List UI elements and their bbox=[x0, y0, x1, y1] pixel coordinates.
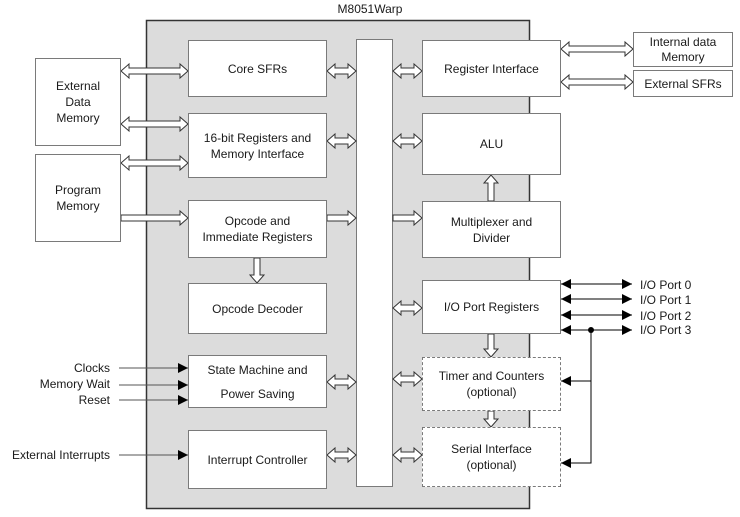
state-machine-block: State Machine and Power Saving bbox=[188, 355, 327, 408]
opcode-decoder-block: Opcode Decoder bbox=[188, 283, 327, 334]
core-sfrs-label: Core SFRs bbox=[227, 61, 288, 76]
arrow-16bit-bus bbox=[326, 132, 357, 150]
io-port-3-label: I/O Port 3 bbox=[640, 323, 692, 337]
arrow-interrupt-bus bbox=[326, 446, 357, 464]
arrow-timer-to-serial bbox=[482, 410, 500, 428]
external-interrupts-label: External Interrupts bbox=[11, 448, 110, 462]
external-sfrs-label: External SFRs bbox=[644, 76, 722, 91]
program-memory-label: Program Memory bbox=[54, 183, 101, 213]
external-data-memory-block: External Data Memory bbox=[35, 58, 121, 146]
external-data-memory-label: External Data Memory bbox=[55, 79, 101, 125]
state-machine-label: State Machine and Power Saving bbox=[207, 362, 308, 401]
external-sfrs-block: External SFRs bbox=[633, 70, 733, 97]
arrow-mux-to-alu bbox=[482, 174, 500, 202]
alu-block: ALU bbox=[422, 113, 561, 175]
io-port-3-to-serial bbox=[561, 330, 592, 468]
io-port-registers-label: I/O Port Registers bbox=[443, 300, 540, 314]
arrow-opcode-to-decoder bbox=[248, 257, 266, 284]
program-memory-block: Program Memory bbox=[35, 154, 121, 242]
timer-counters-label: Timer and Counters (optional) bbox=[438, 369, 545, 399]
core-sfrs-block: Core SFRs bbox=[188, 40, 327, 97]
memory-wait-label: Memory Wait bbox=[39, 377, 110, 391]
interrupt-controller-label: Interrupt Controller bbox=[207, 452, 308, 467]
opcode-registers-label: Opcode and Immediate Registers bbox=[202, 214, 313, 244]
arrow-opcode-bus bbox=[326, 209, 357, 227]
reset-label: Reset bbox=[78, 393, 110, 407]
arrow-io-to-timer bbox=[482, 333, 500, 358]
arrow-progmem-opcode bbox=[120, 209, 189, 227]
io-port-registers-block: I/O Port Registers bbox=[422, 280, 561, 334]
internal-data-memory-block: Internal data Memory bbox=[633, 32, 733, 67]
serial-interface-label: Serial Interface (optional) bbox=[451, 442, 532, 472]
clocks-label: Clocks bbox=[73, 361, 110, 375]
multiplexer-divider-block: Multiplexer and Divider bbox=[422, 201, 561, 258]
arrow-core-sfrs-bus bbox=[326, 62, 357, 80]
arrow-reg-if-external-sfrs bbox=[560, 73, 634, 91]
io-port-2-label: I/O Port 2 bbox=[640, 309, 692, 323]
opcode-registers-block: Opcode and Immediate Registers bbox=[188, 200, 327, 258]
internal-bus bbox=[356, 39, 393, 487]
internal-data-memory-label: Internal data Memory bbox=[649, 34, 717, 64]
serial-interface-block: Serial Interface (optional) bbox=[422, 427, 561, 487]
opcode-decoder-label: Opcode Decoder bbox=[212, 301, 303, 316]
registers-16bit-block: 16-bit Registers and Memory Interface bbox=[188, 113, 327, 178]
arrow-state-machine-bus bbox=[326, 373, 357, 391]
multiplexer-divider-label: Multiplexer and Divider bbox=[450, 214, 533, 245]
arrow-bus-multiplexer bbox=[392, 209, 423, 227]
io-port-1-label: I/O Port 1 bbox=[640, 293, 692, 307]
diagram-title: M8051Warp bbox=[337, 2, 403, 16]
register-interface-block: Register Interface bbox=[422, 40, 561, 97]
register-interface-label: Register Interface bbox=[444, 61, 539, 76]
arrow-reg-if-internal-mem bbox=[560, 40, 634, 58]
interrupt-controller-block: Interrupt Controller bbox=[188, 430, 327, 489]
alu-label: ALU bbox=[479, 137, 504, 151]
io-port-0-label: I/O Port 0 bbox=[640, 278, 692, 292]
timer-counters-block: Timer and Counters (optional) bbox=[422, 357, 561, 411]
registers-16bit-label: 16-bit Registers and Memory Interface bbox=[203, 130, 312, 161]
